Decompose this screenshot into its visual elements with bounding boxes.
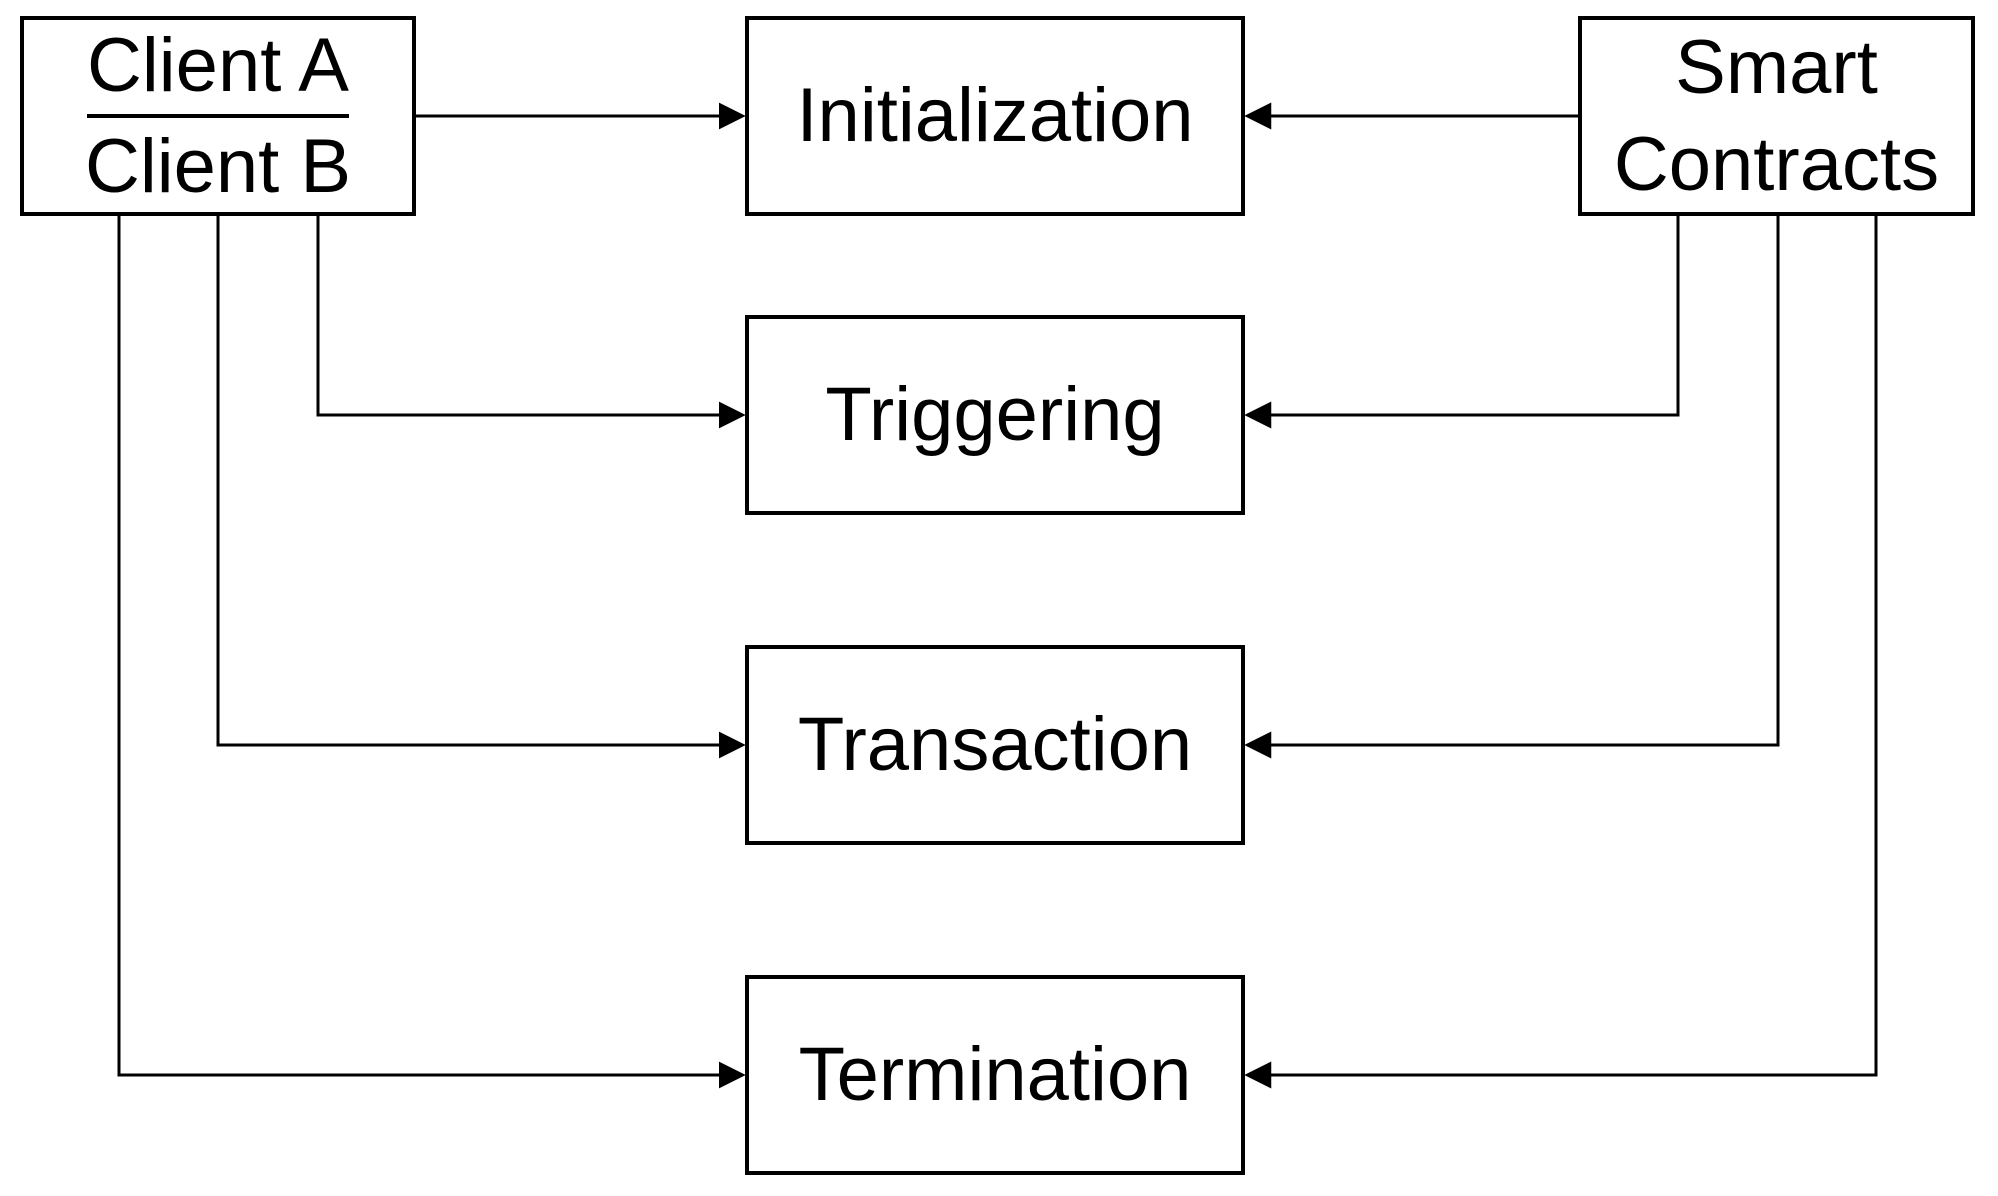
stage-box-initialization: Initialization: [745, 16, 1245, 216]
client-a-label: Client A: [87, 22, 349, 108]
client-a-box: Client A: [87, 17, 349, 118]
connector-clients-triggering: [316, 214, 746, 429]
stage-label-triggering: Triggering: [825, 372, 1165, 458]
stage-box-transaction: Transaction: [745, 645, 1245, 845]
stage-label-transaction: Transaction: [797, 702, 1193, 788]
connector-smartcontracts-transaction: [1244, 214, 1780, 759]
client-b-label: Client B: [84, 124, 352, 209]
client-group-box: Client A Client B: [20, 16, 416, 216]
smart-contracts-label: Smart Contracts: [1613, 24, 1940, 207]
stage-label-initialization: Initialization: [796, 73, 1194, 159]
stage-box-triggering: Triggering: [745, 315, 1245, 515]
stage-label-termination: Termination: [798, 1032, 1192, 1118]
connector-smartcontracts-triggering: [1244, 214, 1680, 429]
smart-contracts-box: Smart Contracts: [1578, 16, 1975, 216]
stage-box-termination: Termination: [745, 975, 1245, 1175]
client-b-box: Client B: [85, 118, 351, 215]
connector-clients-termination: [117, 214, 746, 1089]
connector-clients-transaction: [216, 214, 746, 759]
connector-smartcontracts-termination: [1244, 214, 1878, 1089]
